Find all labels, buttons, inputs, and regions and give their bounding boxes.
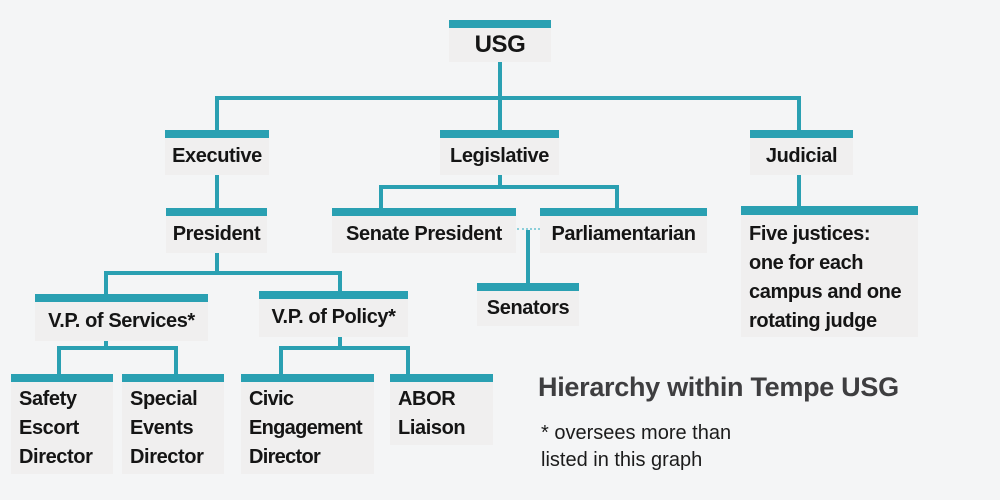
node-abor-liaison-line2: Liaison xyxy=(398,417,466,439)
connector-dotted-senatepresident-parliamentarian xyxy=(517,228,540,230)
chart-footnote-line2: listed in this graph xyxy=(541,449,703,471)
node-special-events-director: Special Events Director xyxy=(122,374,224,474)
node-civic-engagement-topbar xyxy=(241,374,374,382)
connector-civic-drop xyxy=(279,346,283,374)
node-president-label: President xyxy=(166,216,267,253)
node-vp-services-topbar xyxy=(35,294,208,302)
node-civic-engagement-line2: Engagement xyxy=(249,417,363,439)
node-civic-engagement-line3: Director xyxy=(249,446,321,468)
node-five-justices-line1: Five justices: xyxy=(749,223,871,245)
chart-footnote: * oversees more than listed in this grap… xyxy=(541,420,731,474)
node-five-justices: Five justices: one for each campus and o… xyxy=(741,206,918,337)
node-special-events-line3: Director xyxy=(130,446,204,468)
node-abor-liaison-line1: ABOR xyxy=(398,388,456,410)
connector-vp-services-drop xyxy=(104,271,108,294)
node-senators-topbar xyxy=(477,283,579,291)
connector-legislative-horizontal xyxy=(379,185,619,189)
connector-abor-drop xyxy=(406,346,410,374)
connector-vp-policy-drop xyxy=(338,271,342,292)
node-senate-president-label: Senate President xyxy=(332,216,516,253)
node-usg-topbar xyxy=(449,20,551,28)
connector-usg-down xyxy=(498,62,502,98)
connector-vp-policy-down xyxy=(338,337,342,350)
node-safety-escort-line1: Safety xyxy=(19,388,77,410)
connector-judicial-justices xyxy=(797,175,801,206)
connector-legislative-drop xyxy=(498,96,502,130)
connector-senate-president-drop xyxy=(379,185,383,208)
node-vp-policy-label: V.P. of Policy* xyxy=(259,299,408,337)
node-executive-label: Executive xyxy=(165,138,269,175)
connector-vp-services-down xyxy=(104,341,108,350)
connector-judicial-drop xyxy=(797,96,801,130)
connector-president-down xyxy=(215,252,219,275)
node-five-justices-topbar xyxy=(741,206,918,215)
connector-services-horizontal xyxy=(57,346,178,350)
connector-senators-drop xyxy=(526,230,530,283)
node-senators-label: Senators xyxy=(477,291,579,326)
node-vp-services-label: V.P. of Services* xyxy=(35,302,208,341)
connector-top-horizontal xyxy=(215,96,801,100)
node-usg-label: USG xyxy=(449,28,551,62)
node-senate-president-topbar xyxy=(332,208,516,216)
connector-safety-drop xyxy=(57,346,61,374)
node-special-events-line2: Events xyxy=(130,417,194,439)
node-usg: USG xyxy=(449,20,551,62)
node-legislative: Legislative xyxy=(440,130,559,175)
node-executive-topbar xyxy=(165,130,269,138)
connector-president-horizontal xyxy=(104,271,342,275)
node-vp-policy-topbar xyxy=(259,291,408,299)
node-parliamentarian-topbar xyxy=(540,208,707,216)
node-senate-president: Senate President xyxy=(332,208,516,253)
node-judicial-label: Judicial xyxy=(750,138,853,175)
node-civic-engagement-line1: Civic xyxy=(249,388,294,410)
node-parliamentarian-label: Parliamentarian xyxy=(540,216,707,253)
connector-executive-drop xyxy=(215,96,219,130)
node-senators: Senators xyxy=(477,283,579,326)
node-vp-services: V.P. of Services* xyxy=(35,294,208,341)
node-executive: Executive xyxy=(165,130,269,175)
connector-special-drop xyxy=(174,346,178,374)
node-five-justices-line2: one for each xyxy=(749,252,864,274)
chart-footnote-line1: * oversees more than xyxy=(541,422,732,444)
node-president-topbar xyxy=(166,208,267,216)
node-safety-escort-line2: Escort xyxy=(19,417,79,439)
node-legislative-label: Legislative xyxy=(440,138,559,175)
node-vp-policy: V.P. of Policy* xyxy=(259,291,408,337)
node-abor-liaison: ABOR Liaison xyxy=(390,374,493,445)
node-parliamentarian: Parliamentarian xyxy=(540,208,707,253)
node-special-events-topbar xyxy=(122,374,224,382)
node-five-justices-line3: campus and one xyxy=(749,281,902,303)
node-civic-engagement-director: Civic Engagement Director xyxy=(241,374,374,474)
node-abor-liaison-topbar xyxy=(390,374,493,382)
connector-executive-president xyxy=(215,175,219,208)
node-judicial: Judicial xyxy=(750,130,853,175)
node-safety-escort-line3: Director xyxy=(19,446,93,468)
connector-policy-horizontal xyxy=(279,346,410,350)
node-safety-escort-topbar xyxy=(11,374,113,382)
chart-title: Hierarchy within Tempe USG xyxy=(538,372,899,402)
node-legislative-topbar xyxy=(440,130,559,138)
connector-legislative-down xyxy=(498,175,502,189)
node-judicial-topbar xyxy=(750,130,853,138)
node-five-justices-line4: rotating judge xyxy=(749,310,877,332)
node-president: President xyxy=(166,208,267,253)
connector-parliamentarian-drop xyxy=(615,185,619,208)
node-safety-escort-director: Safety Escort Director xyxy=(11,374,113,474)
node-special-events-line1: Special xyxy=(130,388,198,410)
